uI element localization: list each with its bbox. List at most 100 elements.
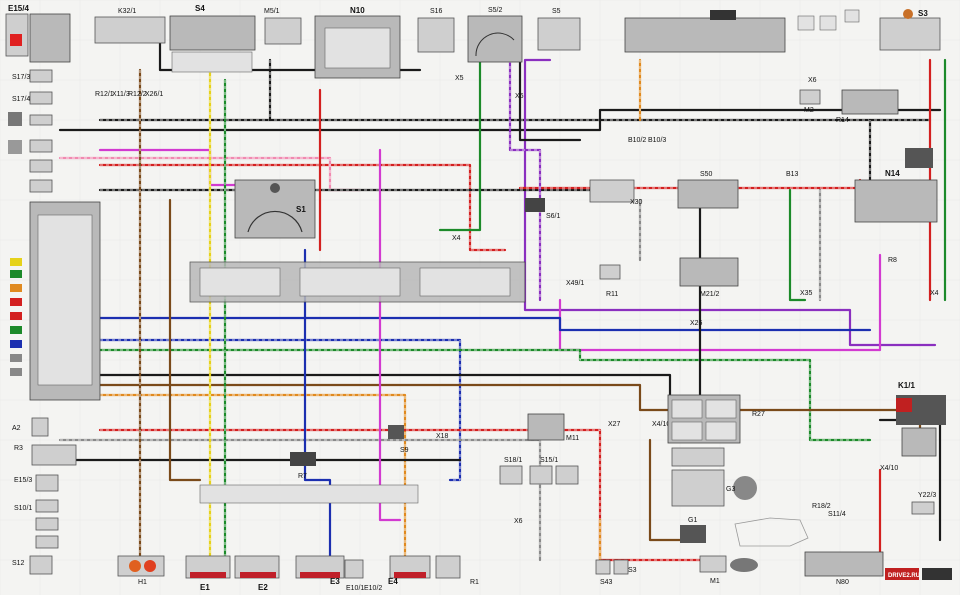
component-s18-block	[499, 465, 579, 485]
component-y22-3	[911, 501, 935, 515]
component-relay-block	[667, 394, 741, 507]
wire-black-bus-3	[98, 373, 672, 397]
component-e10: E10/1 E10/2	[344, 555, 461, 592]
label-e2: E2	[258, 583, 268, 592]
component-s16: S16	[417, 8, 455, 53]
label-x26-1: X26/1	[145, 91, 163, 98]
wire-stripe	[100, 429, 700, 561]
label-r11: R11	[606, 291, 618, 298]
component-left-sensors	[8, 112, 53, 193]
component-s12: S12	[12, 555, 53, 575]
component-s50: S50	[677, 171, 739, 209]
label-e3: E3	[330, 577, 340, 586]
label-s6-1: S6/1	[546, 213, 561, 220]
component-s5-2: S5/2	[467, 7, 523, 63]
label-k32-1: K32/1	[118, 8, 136, 15]
label-m2: M2	[804, 107, 814, 114]
label-n14: N14	[885, 169, 900, 178]
label-r7: R7	[298, 473, 307, 480]
label-x4: X4	[452, 235, 461, 242]
label-r3: R3	[14, 445, 23, 452]
label-x4-right: X4	[930, 290, 939, 297]
component-m2: M2	[799, 89, 821, 114]
component-s17-3: S17/3	[12, 69, 53, 83]
label-h1: H1	[138, 579, 147, 586]
wire-stripe	[60, 157, 360, 191]
component-s5: S5	[537, 8, 581, 51]
component-m21-2: M21/2	[679, 257, 739, 298]
component-s9: S9	[388, 425, 409, 454]
label-e4: E4	[388, 577, 398, 586]
label-s15-1: S15/1	[540, 457, 558, 464]
label-y22-3: Y22/3	[918, 492, 936, 499]
component-n10: N10	[314, 6, 401, 79]
label-r8: R8	[888, 257, 897, 264]
wire-stripe	[100, 394, 406, 560]
wire-stripe	[509, 60, 541, 300]
site-badge: DRIVE2.RU	[885, 568, 952, 580]
label-x30: X30	[630, 199, 643, 206]
label-x18: X18	[436, 433, 449, 440]
label-s5: S5	[552, 8, 561, 15]
component-s17-4: S17/4	[12, 91, 53, 105]
component-e15-3: E15/3	[14, 474, 59, 492]
label-x4-10: X4/10	[652, 421, 670, 428]
label-s50: S50	[700, 171, 713, 178]
label-g1: G1	[688, 517, 697, 524]
label-s18-1: S18/1	[504, 457, 522, 464]
label-x49-1: X49/1	[566, 280, 584, 287]
label-n10: N10	[350, 6, 365, 15]
wire-red-bus	[98, 163, 507, 252]
component-lower-connector-bar	[199, 484, 419, 504]
label-s11-4: S11/4	[828, 511, 846, 518]
wire-green-2	[438, 58, 482, 232]
component-e1: E1	[185, 555, 231, 592]
label-m5-1: M5/1	[264, 8, 280, 15]
label-s16: S16	[430, 8, 443, 15]
component-r3: R3	[14, 444, 77, 466]
wire-stripe	[60, 349, 870, 441]
component-r7: R7	[290, 452, 316, 480]
component-h1: H1	[117, 555, 165, 586]
component-r11: R11	[599, 264, 621, 298]
label-b10-2: B10/2	[628, 137, 646, 144]
label-m1: M1	[710, 578, 720, 585]
label-r1: R1	[470, 579, 479, 586]
label-x11-3: X11/3	[112, 91, 130, 98]
component-e4: E4	[388, 555, 431, 586]
wire-brown-4	[648, 438, 682, 542]
component-x30: X30	[589, 179, 643, 206]
label-s12: S12	[12, 560, 25, 567]
component-s43-block	[595, 559, 629, 575]
label-x4-10-right: X4/10	[880, 465, 898, 472]
wire-purple-1	[523, 58, 937, 347]
label-k1-1: K1/1	[898, 381, 915, 390]
label-s17-4: S17/4	[12, 96, 30, 103]
component-relays-top-right	[797, 9, 860, 31]
label-n80: N80	[836, 579, 849, 586]
label-b10-3: B10/3	[648, 137, 666, 144]
component-indicator-strip	[10, 258, 22, 376]
label-x6-right: X6	[808, 77, 817, 84]
component-s6-1: S6/1	[525, 198, 561, 220]
label-g3: G3	[726, 486, 735, 493]
label-x6: X6	[515, 93, 524, 100]
label-x35: X35	[800, 290, 813, 297]
wire-black-bus-2	[58, 108, 942, 132]
label-x26: X26	[690, 320, 703, 327]
component-n14: N14	[854, 148, 938, 223]
label-m21-2: M21/2	[700, 291, 720, 298]
component-m11: M11	[527, 413, 579, 442]
label-m11: M11	[566, 435, 579, 442]
component-fuse-box	[189, 261, 526, 303]
label-b13: B13	[786, 171, 799, 178]
wire-blue-3	[303, 248, 332, 562]
component-s10-1: S10/1	[14, 499, 59, 549]
component-x4-10-right: X4/10	[880, 427, 937, 472]
label-x6-lower: X6	[514, 518, 523, 525]
component-n80: N80	[804, 551, 884, 586]
wire-brown-3	[168, 198, 202, 482]
component-main-dash-block	[29, 201, 101, 401]
